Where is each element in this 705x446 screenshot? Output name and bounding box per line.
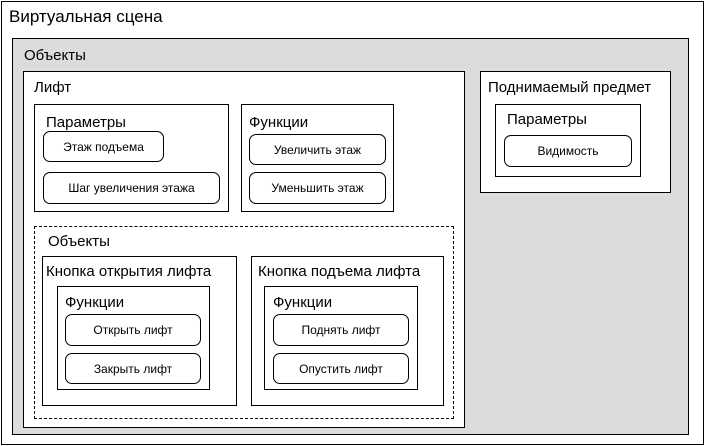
lift-button-functions-title: Функции <box>273 294 333 311</box>
elevator-title: Лифт <box>34 79 72 96</box>
param-floor-height: Этаж подъема <box>43 131 164 162</box>
func-increase-floor: Увеличить этаж <box>249 134 386 165</box>
objects-area-title: Объекты <box>24 47 86 64</box>
elevator-objects-title: Объекты <box>48 233 110 250</box>
virtual-scene-title: Виртуальная сцена <box>9 7 163 26</box>
func-raise-elevator: Поднять лифт <box>273 314 409 346</box>
elevator-parameters-title: Параметры <box>46 114 126 131</box>
func-decrease-floor: Уменьшить этаж <box>249 172 386 204</box>
func-close-elevator: Закрыть лифт <box>65 353 201 384</box>
lifted-item-title: Поднимаемый предмет <box>488 79 652 96</box>
param-visibility: Видимость <box>504 135 632 167</box>
lift-button-title: Кнопка подъема лифта <box>258 263 421 280</box>
open-button-title: Кнопка открытия лифта <box>46 263 212 280</box>
elevator-functions-title: Функции <box>249 114 309 131</box>
func-lower-elevator: Опустить лифт <box>273 353 409 384</box>
lifted-item-parameters-title: Параметры <box>507 111 587 128</box>
param-floor-step: Шаг увеличения этажа <box>43 172 220 204</box>
func-open-elevator: Открыть лифт <box>65 314 201 346</box>
open-button-functions-title: Функции <box>65 294 125 311</box>
